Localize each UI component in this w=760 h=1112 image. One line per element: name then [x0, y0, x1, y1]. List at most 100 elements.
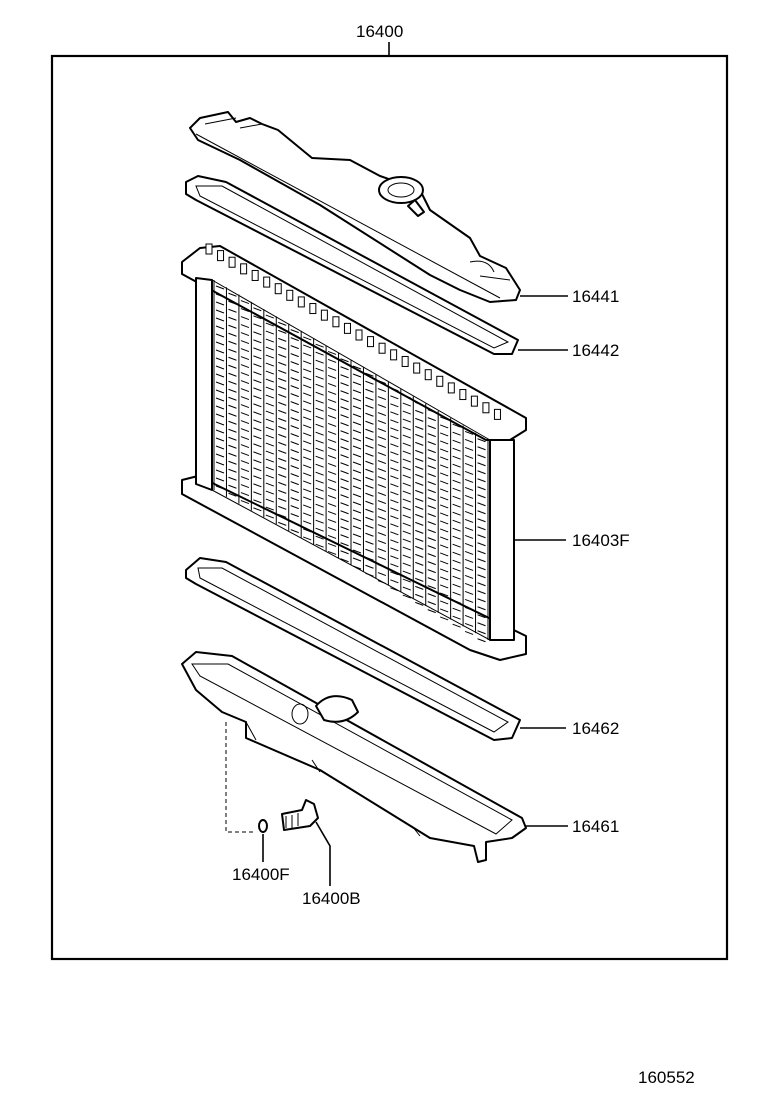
core-fin	[365, 412, 374, 417]
core-fin	[415, 569, 424, 574]
header-tab	[228, 256, 236, 268]
core-fin	[377, 548, 387, 553]
core-fin	[290, 441, 299, 446]
label-core: 16403F	[572, 531, 630, 550]
core-fin	[390, 451, 399, 456]
core-fin	[390, 419, 399, 424]
core-fin	[452, 615, 461, 620]
core-fin	[228, 484, 237, 489]
core-fin	[290, 369, 299, 374]
core-fin	[253, 403, 262, 408]
header-tab	[205, 243, 213, 255]
core-fin	[315, 423, 324, 428]
core-fin	[352, 533, 362, 538]
core-fin	[402, 434, 411, 439]
core-fin	[327, 518, 337, 523]
core-fin	[228, 388, 237, 393]
core-fin	[340, 486, 349, 491]
core-fin	[415, 537, 424, 542]
core-fin	[377, 452, 387, 457]
core-fin	[377, 556, 387, 561]
core-fin	[253, 395, 262, 400]
core-fin	[215, 341, 225, 346]
core-fin	[377, 500, 387, 505]
header-tab	[482, 402, 490, 414]
core-fin	[352, 365, 362, 370]
core-fin	[327, 358, 337, 363]
core-fin	[303, 432, 312, 437]
core-fin	[265, 426, 274, 431]
core-fin	[265, 354, 274, 359]
core-fin	[390, 467, 399, 472]
core-fin	[440, 552, 449, 557]
core-fin	[464, 454, 474, 459]
core-fin	[402, 482, 411, 487]
header-tab	[355, 329, 363, 341]
label-drain-cock: 16400B	[302, 889, 361, 908]
core-fin	[340, 454, 349, 459]
core-fin	[390, 499, 399, 504]
core-fin	[365, 508, 374, 513]
core-fin	[377, 428, 387, 433]
core-fin	[253, 347, 262, 352]
label-upper-gasket: 16442	[572, 341, 619, 360]
core-fin	[215, 485, 225, 490]
core-fin	[440, 592, 449, 597]
core-fin	[390, 555, 399, 560]
core-fin	[452, 487, 461, 492]
core-fin	[253, 483, 262, 488]
core-fin	[278, 377, 287, 382]
core-fin	[278, 369, 287, 374]
core-fin	[340, 446, 349, 451]
core-fin	[290, 521, 299, 526]
core-fin	[365, 460, 374, 465]
core-fin	[427, 593, 436, 598]
core-fin	[390, 523, 399, 528]
core-fin	[315, 351, 324, 356]
core-fin	[290, 393, 299, 398]
core-fin	[278, 409, 287, 414]
core-fin	[327, 374, 337, 379]
core-fin	[340, 462, 349, 467]
core-fin	[477, 606, 486, 611]
core-fin	[240, 404, 250, 409]
core-fin	[440, 576, 449, 581]
core-fin	[265, 362, 274, 367]
core-fin	[315, 511, 324, 516]
core-fin	[228, 316, 237, 321]
core-fin	[340, 534, 349, 539]
core-fin	[402, 578, 411, 583]
core-fin	[340, 438, 349, 443]
core-fin	[377, 436, 387, 441]
core-fin	[228, 292, 237, 297]
core-fin	[427, 409, 436, 414]
core-fin	[415, 561, 424, 566]
core-fin	[253, 435, 262, 440]
lower-tank	[181, 651, 527, 863]
core-fin	[452, 559, 461, 564]
core-fin	[352, 389, 362, 394]
core-fin	[278, 329, 287, 334]
core-fin	[240, 492, 250, 497]
core-fin	[390, 579, 399, 584]
core-fin	[228, 404, 237, 409]
core-fin	[253, 331, 262, 336]
core-fin	[253, 467, 262, 472]
core-fin	[253, 491, 262, 496]
core-fin	[352, 429, 362, 434]
core-fin	[427, 417, 436, 422]
core-fin	[390, 571, 399, 576]
core-fin	[377, 396, 387, 401]
core-fin	[228, 372, 237, 377]
header-tab	[274, 283, 282, 295]
core-fin	[390, 435, 399, 440]
core-fin	[464, 510, 474, 515]
core-fin	[464, 582, 474, 587]
core-fin	[452, 543, 461, 548]
core-fin	[327, 382, 337, 387]
core-fin	[452, 583, 461, 588]
core-fin	[215, 285, 225, 290]
core-fin	[327, 526, 337, 531]
core-fin	[440, 448, 449, 453]
header-tab	[286, 289, 294, 301]
